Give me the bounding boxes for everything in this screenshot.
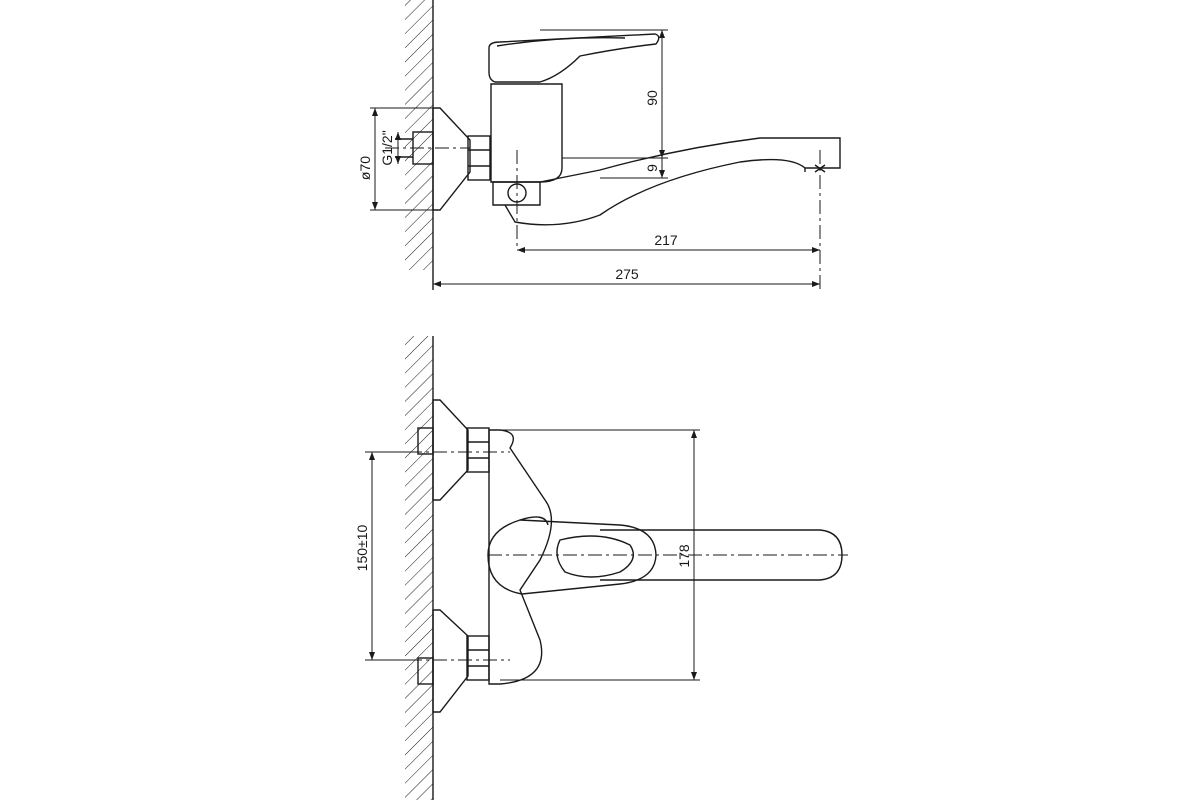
- label-body-width: 178: [676, 544, 692, 568]
- label-diameter: ø70: [357, 156, 373, 180]
- label-thread: G1/2": [379, 130, 395, 165]
- side-view: [370, 0, 841, 290]
- wall-top: [405, 0, 434, 290]
- faucet-body-bottom: [488, 429, 553, 685]
- label-total-reach: 275: [615, 266, 639, 282]
- hex-nut-upper: [466, 427, 490, 473]
- dim-inlet-spacing: [365, 451, 420, 661]
- escutcheon-lower: [432, 609, 469, 713]
- label-inlet-spacing: 150±10: [354, 524, 370, 571]
- lever-handle-top: [488, 33, 660, 83]
- dim-body-width: [500, 429, 700, 681]
- swivel-ring-top: [492, 181, 541, 206]
- label-spout-offset: 9: [644, 164, 660, 172]
- escutcheon-upper: [432, 399, 469, 501]
- dim-diameter: [370, 107, 433, 211]
- spout-top: [504, 137, 841, 226]
- label-lever-height: 90: [644, 90, 660, 106]
- faucet-body-top: [490, 83, 563, 183]
- top-view: [365, 336, 848, 800]
- hex-nut-lower: [466, 635, 490, 681]
- inlet-pipe-lower: [417, 657, 434, 685]
- inlet-pipe-upper: [417, 427, 434, 455]
- hex-nut-top: [467, 135, 491, 181]
- escutcheon-top: [432, 107, 471, 211]
- wall-bottom: [405, 336, 434, 800]
- label-spout-reach: 217: [654, 232, 678, 248]
- lever-handle-bottom: [487, 519, 657, 595]
